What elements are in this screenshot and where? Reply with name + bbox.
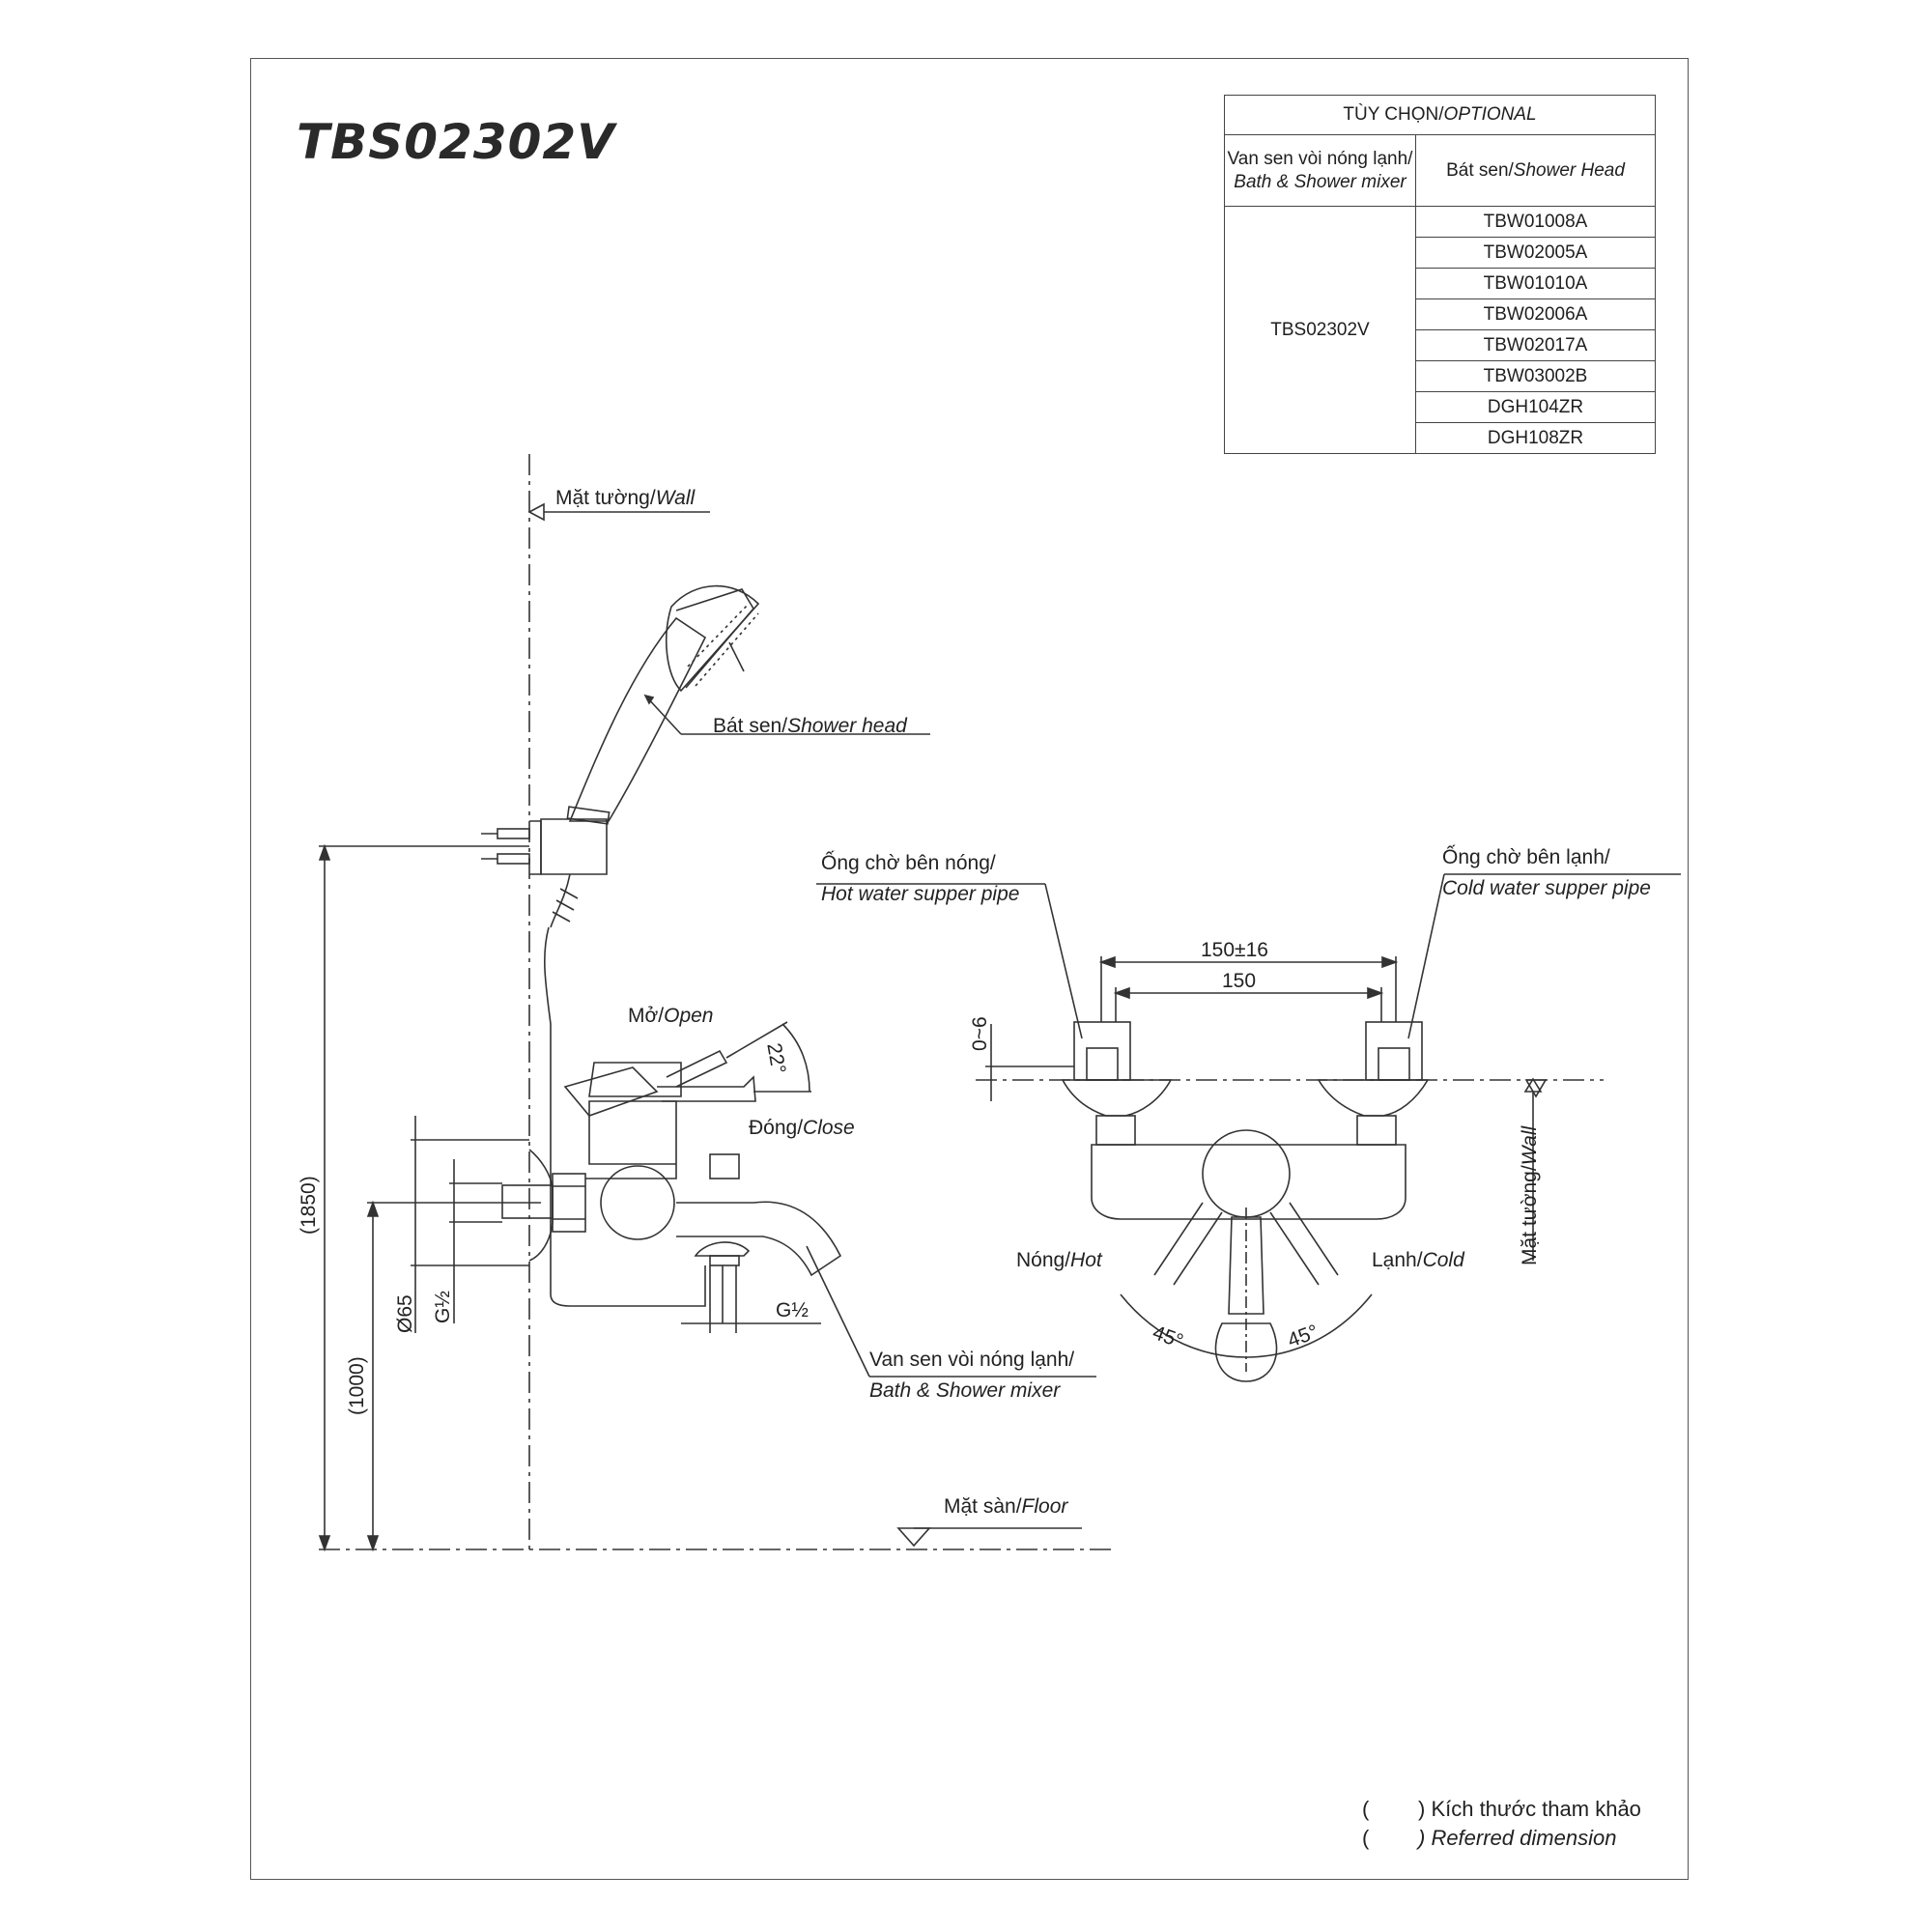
shower-head-leader	[644, 695, 682, 735]
table-row: TBW01008A	[1415, 206, 1656, 238]
table-row: TBW02006A	[1415, 298, 1656, 330]
hot-pipe-label: Ống chờ bên nóng/Hot water supper pipe	[821, 852, 1020, 905]
model-title: TBS02302V	[297, 114, 615, 170]
dim-height-mixer: (1000)	[346, 1356, 368, 1415]
cold-pipe-label: Ống chờ bên lạnh/Cold water supper pipe	[1442, 846, 1651, 899]
floor-marker-icon	[896, 1527, 931, 1548]
wall-label: Mặt tường/Wall	[555, 487, 696, 509]
shower-head-label: Bát sen/Shower head	[713, 715, 907, 737]
wall-anchors	[481, 820, 542, 875]
table-row: DGH108ZR	[1415, 422, 1656, 454]
dim-spacing-tolerance: 150±16	[1201, 939, 1268, 961]
mixer-leader	[806, 1245, 870, 1378]
hot-pipe-leader	[1044, 883, 1083, 1039]
open-label: Mở/Open	[628, 1005, 714, 1027]
optional-table: TÙY CHỌN/OPTIONAL Van sen vòi nóng lạnh/…	[1224, 95, 1656, 454]
mixer-label: Van sen vòi nóng lạnh/Bath & Shower mixe…	[869, 1349, 1075, 1402]
mixer-side-view	[501, 1049, 842, 1323]
dim-height-shower: (1850)	[298, 1176, 320, 1235]
mixer-model-cell: TBS02302V	[1224, 206, 1416, 454]
cold-label: Lạnh/Cold	[1372, 1249, 1464, 1271]
hot-label: Nóng/Hot	[1016, 1249, 1102, 1271]
wall-marker-icon	[527, 502, 545, 522]
hand-shower	[540, 584, 760, 1307]
dim-thread-outlet: G½	[776, 1299, 809, 1321]
table-row: TBW02017A	[1415, 329, 1656, 361]
wall-right-label: Mặt tường/Wall	[1519, 1125, 1541, 1265]
arrow-icon	[643, 694, 655, 705]
reference-note: () Kích thước tham khảo () Referred dime…	[1362, 1797, 1641, 1850]
table-row: TBW01010A	[1415, 268, 1656, 299]
table-row: TBW02005A	[1415, 237, 1656, 269]
dim-diameter: Ø65	[394, 1294, 416, 1333]
cold-pipe-leader	[1407, 873, 1445, 1039]
dim-spacing: 150	[1222, 970, 1257, 992]
mixer-front-view	[976, 955, 1604, 1382]
shower-head-column-header: Bát sen/Shower Head	[1415, 134, 1656, 207]
height-dimensions	[318, 843, 821, 1552]
floor-label: Mặt sàn/Floor	[944, 1495, 1068, 1518]
dim-thread-inlet: G½	[432, 1291, 454, 1323]
dim-offset: 0~6	[969, 1016, 991, 1051]
drawing-frame	[250, 58, 1689, 1880]
close-label: Đóng/Close	[749, 1117, 855, 1139]
